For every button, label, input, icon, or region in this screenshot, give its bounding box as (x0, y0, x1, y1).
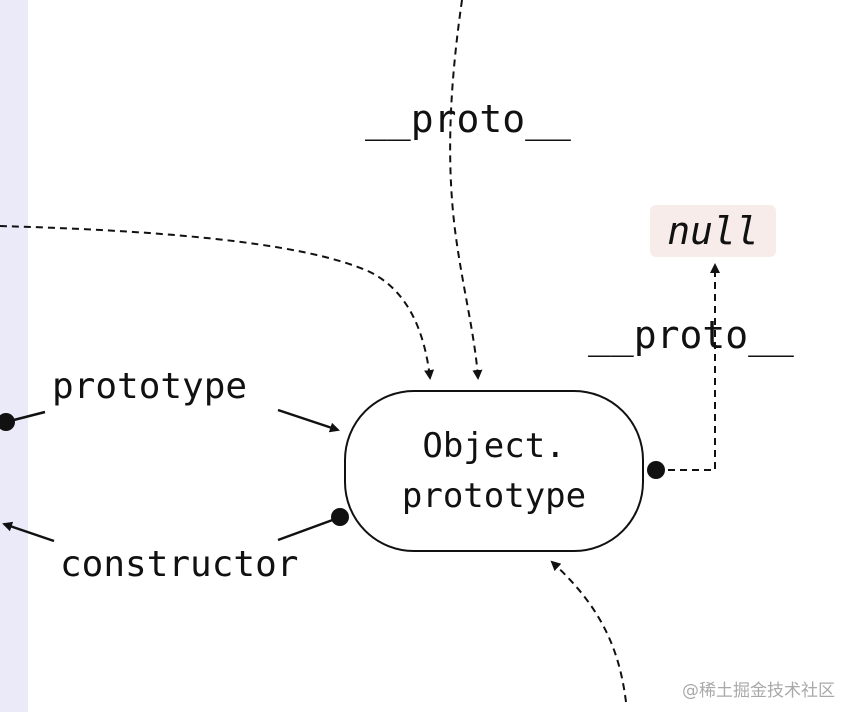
dot-right (647, 461, 665, 479)
constructor-arrow-left (2, 521, 55, 543)
object-prototype-node: Object. prototype (344, 390, 644, 552)
dot-constructor (331, 508, 349, 526)
dot-prototype (0, 413, 15, 431)
node-title-line2: prototype (401, 476, 587, 516)
left-panel-edge (0, 0, 28, 712)
dashed-arrow-to-null (656, 263, 720, 471)
constructor-label: constructor (60, 544, 299, 585)
node-title-line1: Object. (422, 426, 566, 466)
null-text: null (667, 209, 759, 253)
prototype-label: prototype (52, 366, 248, 407)
constructor-arrow-right (277, 516, 339, 542)
dashed-arrow-top (449, 0, 483, 380)
watermark-text: @稀土掘金技术社区 (682, 681, 835, 701)
dashed-arrow-bottom (550, 560, 627, 703)
null-badge: null (650, 205, 776, 257)
dashed-arrow-left (0, 225, 435, 380)
proto-label-right: __proto__ (588, 313, 794, 357)
proto-label-top: __proto__ (365, 97, 571, 141)
prototype-arrow-right (277, 408, 340, 433)
